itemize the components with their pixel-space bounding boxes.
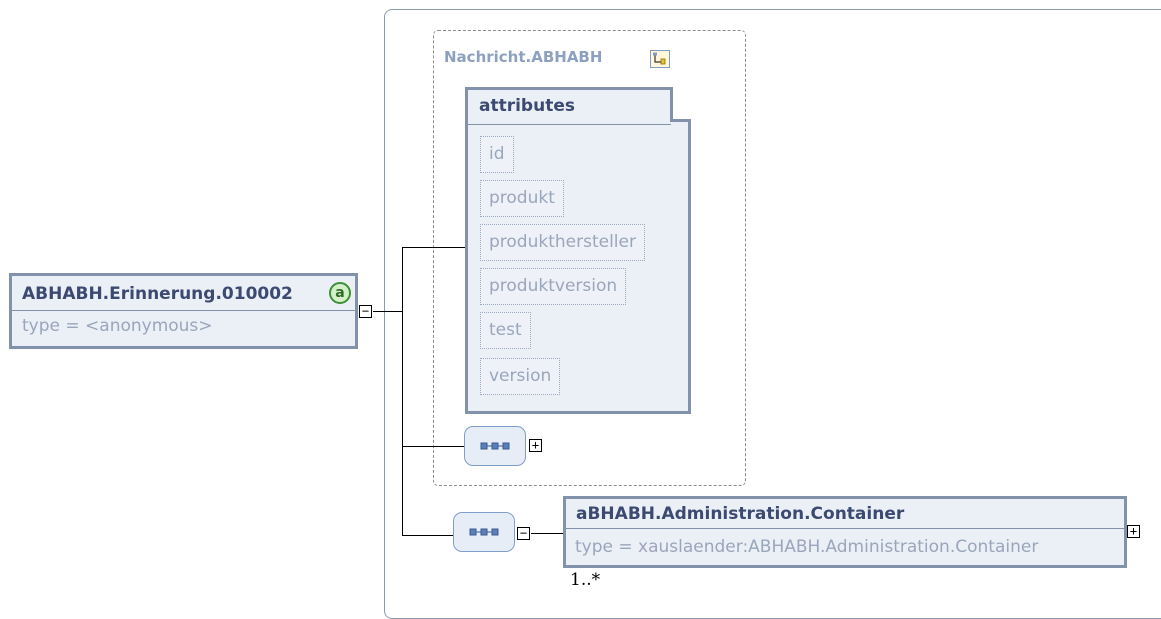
sequence-icon (480, 442, 510, 450)
root-element-box[interactable] (9, 273, 358, 349)
complex-type-icon (650, 50, 670, 68)
container-element-box[interactable] (563, 496, 1127, 568)
sequence-collapse-toggle[interactable]: − (517, 527, 530, 540)
attribute-id[interactable]: id (480, 136, 514, 173)
connector-trunk (402, 247, 403, 535)
root-element-divider (12, 310, 355, 311)
root-collapse-toggle[interactable]: − (359, 305, 372, 318)
attributes-title: attributes (479, 96, 575, 116)
sequence-icon (469, 528, 499, 536)
container-multiplicity: 1..* (570, 570, 601, 590)
root-element-type: type = <anonymous> (22, 316, 213, 336)
connector-sequence-outer (402, 535, 453, 536)
attribute-produktversion[interactable]: produktversion (480, 268, 627, 305)
sequence-expand-toggle[interactable]: + (529, 439, 542, 452)
attribute-produkt[interactable]: produkt (480, 180, 564, 217)
attribute-produkthersteller[interactable]: produkthersteller (480, 224, 645, 261)
attribute-version[interactable]: version (480, 358, 561, 395)
complex-type-label: Nachricht.ABHABH (444, 48, 603, 66)
attributes-header-divider (468, 124, 671, 125)
connector-container (531, 533, 563, 534)
attribute-test[interactable]: test (480, 312, 531, 349)
attribute-badge-icon: a (329, 282, 351, 304)
connector-sequence-inner (402, 446, 464, 447)
root-element-name: ABHABH.Erinnerung.010002 (22, 284, 293, 304)
container-element-divider (566, 528, 1124, 529)
complex-type-frame (433, 30, 746, 486)
connector-root (373, 311, 402, 312)
sequence-compositor-outer[interactable] (453, 512, 515, 552)
sequence-compositor-inner[interactable] (464, 426, 526, 466)
connector-attributes (402, 247, 465, 248)
container-expand-toggle[interactable]: + (1127, 525, 1140, 538)
container-element-name: aBHABH.Administration.Container (576, 504, 905, 524)
container-element-type: type = xauslaender:ABHABH.Administration… (575, 537, 1039, 557)
